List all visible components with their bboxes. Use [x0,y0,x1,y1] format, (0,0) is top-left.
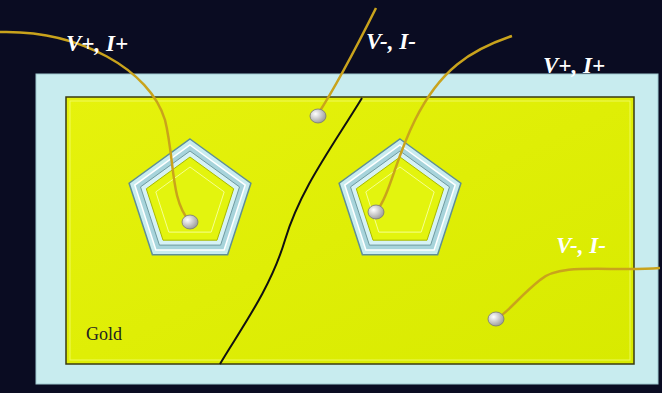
gold-region: Gold [66,97,634,364]
gold-film [66,97,634,364]
material-label: Gold [86,325,122,343]
terminal-label: V-, I- [366,30,416,53]
pentagon-electrode [146,157,233,240]
pentagon-electrode [135,145,245,250]
pentagon-electrode [366,167,434,232]
pentagon-electrode [356,157,443,240]
contact-dot [488,312,504,326]
wire [0,32,190,222]
contact-dot [310,109,326,123]
pentagon-electrode [351,151,450,245]
wire [376,36,512,212]
pentagon-electrode [156,167,224,232]
pentagon-electrode [129,139,251,255]
scribe-line [220,98,362,364]
terminal-label: V-, I- [556,234,606,257]
wire [318,8,376,114]
contact-dot [182,215,198,229]
pentagon-electrode [345,145,455,250]
pentagon-electrode [141,151,240,245]
terminal-label: V+, I+ [66,32,128,55]
terminal-label: V+, I+ [543,54,605,77]
gold-bevel [70,101,630,360]
substrate [36,74,658,384]
contact-dot [368,205,384,219]
wire [498,268,660,318]
